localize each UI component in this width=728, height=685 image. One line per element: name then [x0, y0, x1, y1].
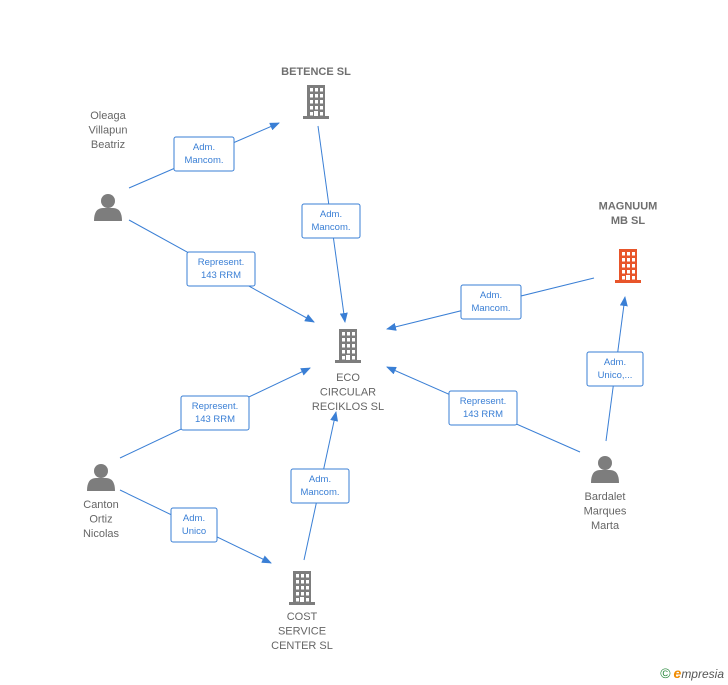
edge-canton-cost: Adm. Unico — [119, 489, 272, 564]
node-label: COST — [287, 611, 318, 623]
node-label: Canton — [83, 499, 118, 511]
node-label: Beatriz — [91, 139, 125, 151]
edge-label-box[interactable] — [173, 136, 235, 172]
node-cost[interactable]: COST SERVICE CENTER SL — [271, 571, 333, 652]
person-icon — [591, 456, 619, 483]
node-label: CIRCULAR — [320, 387, 376, 399]
node-label: Marta — [591, 520, 620, 532]
edge-label-text: 143 RRM — [195, 414, 235, 425]
node-label: CENTER SL — [271, 640, 333, 652]
edge-bardalet-eco: Represent. 143 RRM — [386, 366, 581, 453]
edge-label-box[interactable] — [586, 351, 644, 387]
node-label: Bardalet — [585, 491, 626, 503]
edge-label-box[interactable] — [290, 468, 350, 504]
edges-layer: Adm. Mancom. Adm. Mancom. Represent. 143 RRM A… — [119, 122, 644, 564]
node-label: Ortiz — [89, 514, 112, 526]
node-label: ECO — [336, 372, 360, 384]
edge-oleaga-eco: Represent. 143 RRM — [128, 219, 315, 323]
edge-label-text: Adm. — [183, 513, 205, 524]
building-icon — [615, 249, 641, 283]
edge-label-box[interactable] — [180, 395, 250, 431]
node-label: Marques — [584, 506, 627, 518]
building-icon — [289, 571, 315, 605]
edge-label-text: Adm. — [480, 290, 502, 301]
edge-oleaga-betence: Adm. Mancom. — [128, 122, 280, 189]
person-icon — [94, 194, 122, 221]
edge-canton-eco: Represent. 143 RRM — [119, 367, 311, 459]
edge-label-text: Mancom. — [300, 487, 339, 498]
edge-betence-eco: Adm. Mancom. — [301, 125, 361, 323]
person-icon — [87, 464, 115, 491]
node-label: RECIKLOS SL — [312, 401, 384, 413]
edge-label-text: Unico — [182, 526, 206, 537]
edge-label-text: 143 RRM — [463, 409, 503, 420]
copyright-symbol: © — [660, 665, 671, 681]
edge-label-box[interactable] — [301, 203, 361, 239]
node-label: MB SL — [611, 215, 646, 227]
node-label: Oleaga — [90, 110, 126, 122]
edge-label-box[interactable] — [170, 507, 218, 543]
node-eco[interactable]: ECO CIRCULAR RECIKLOS SL — [312, 329, 384, 413]
empresia-logo: empresia — [673, 665, 724, 681]
edge-bardalet-magnuum: Adm. Unico,... — [586, 296, 644, 442]
building-icon — [335, 329, 361, 363]
edge-label-box[interactable] — [460, 284, 522, 320]
edge-label-text: Adm. — [309, 474, 331, 485]
node-betence[interactable]: BETENCE SL — [281, 66, 351, 119]
building-icon — [303, 85, 329, 119]
edge-label-text: Mancom. — [184, 155, 223, 166]
edge-label-text: Adm. — [604, 357, 626, 368]
edge-label-text: 143 RRM — [201, 270, 241, 281]
node-label: BETENCE SL — [281, 66, 351, 78]
edge-label-text: Represent. — [192, 401, 238, 412]
node-label: Nicolas — [83, 528, 120, 540]
edge-label-text: Represent. — [460, 396, 506, 407]
node-magnuum[interactable]: MAGNUUM MB SL — [599, 201, 658, 284]
edge-cost-eco: Adm. Mancom. — [290, 411, 350, 561]
edge-magnuum-eco: Adm. Mancom. — [386, 277, 595, 331]
node-label: MAGNUUM — [599, 201, 658, 213]
edge-label-box[interactable] — [448, 390, 518, 426]
node-label: Villapun — [89, 125, 128, 137]
edge-label-text: Represent. — [198, 257, 244, 268]
edge-label-text: Adm. — [193, 142, 215, 153]
footer-credit: © empresia — [660, 665, 724, 681]
edge-label-text: Unico,... — [598, 370, 633, 381]
edge-label-text: Mancom. — [471, 303, 510, 314]
edge-label-text: Mancom. — [311, 222, 350, 233]
node-label: SERVICE — [278, 626, 326, 638]
edge-label-box[interactable] — [186, 251, 256, 287]
edge-label-text: Adm. — [320, 209, 342, 220]
